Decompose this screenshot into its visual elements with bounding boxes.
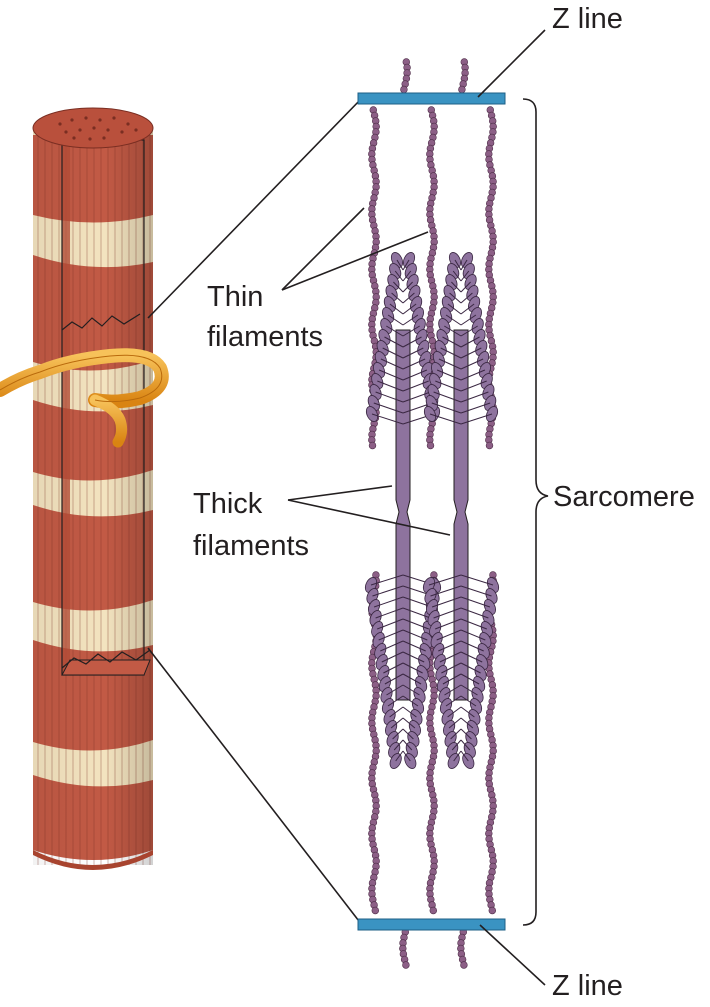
sarcomere-structure [357, 58, 506, 969]
thin-leader-2 [281, 231, 429, 291]
thin-filament [458, 58, 469, 94]
thin-filament [457, 928, 468, 969]
z-disc-bottom [357, 918, 506, 931]
thick-filaments-label-line1: Thick [193, 488, 263, 520]
thick-leader-2 [287, 499, 451, 536]
thin-filament [399, 928, 410, 969]
z-line-bottom-leader [479, 924, 546, 986]
thick-leader-1 [287, 485, 393, 501]
z-line-top-leader [477, 29, 546, 98]
z-disc-top [357, 92, 506, 105]
thin-filaments-label-line2: filaments [207, 321, 323, 353]
z-line-bottom-label: Z line [552, 970, 623, 1002]
nerve-fiber-illustration [0, 348, 169, 448]
zoom-line-top [147, 97, 363, 319]
thin-filament [400, 58, 411, 94]
thin-filaments-label-line1: Thin [207, 281, 263, 313]
sarcomere-bracket [522, 98, 549, 926]
thick-filaments-label-line2: filaments [193, 530, 309, 562]
thin-filaments-group [368, 58, 497, 969]
thin-leader-1 [281, 207, 365, 291]
thick-filaments-group [364, 252, 500, 769]
zoom-line-bottom [147, 647, 363, 926]
muscle-fiber-illustration [32, 107, 154, 870]
sarcomere-label: Sarcomere [553, 481, 695, 513]
z-line-top-label: Z line [552, 3, 623, 35]
thick-filament [422, 252, 500, 769]
